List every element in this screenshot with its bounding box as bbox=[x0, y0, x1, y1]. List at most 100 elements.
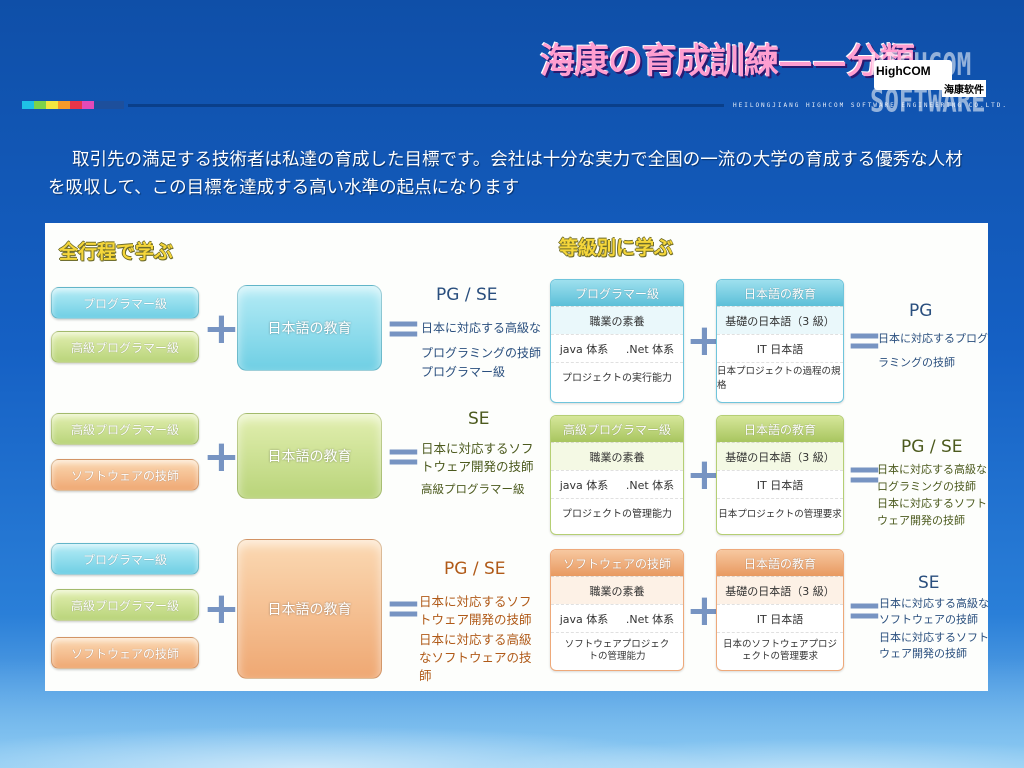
net-label: .Net 体系 bbox=[625, 342, 675, 356]
result-text: 日本に対応する高級なプ ログラミングの技師 日本に対応するソフト ウェア開発の技… bbox=[877, 461, 988, 529]
result-line: ウェア開発の技師 bbox=[879, 647, 967, 660]
card-row-tech: java 体系 .Net 体系 bbox=[551, 334, 683, 362]
color-bar bbox=[22, 101, 124, 109]
result-text: 日本に対応する高級な ソフトウェアの技師 日本に対応するソフト ウェア開発の技師 bbox=[879, 596, 988, 662]
ability-line: ソフトウェアプロジェク bbox=[564, 638, 670, 650]
result-text: 日本に対応する高級な プログラミングの技師 プログラマー級 bbox=[421, 319, 541, 381]
java-label: java 体系 bbox=[559, 478, 609, 492]
result-title: PG / SE bbox=[901, 437, 963, 457]
java-label: java 体系 bbox=[559, 342, 609, 356]
result-line: 高級プログラマー級 bbox=[421, 482, 525, 496]
card-row-tech: java 体系 .Net 体系 bbox=[551, 470, 683, 498]
equals-icon: = bbox=[846, 315, 883, 366]
plus-icon: + bbox=[203, 431, 240, 482]
result-title: SE bbox=[918, 573, 940, 593]
plus-icon: + bbox=[203, 583, 240, 634]
result-line: トウェア開発の技師 bbox=[421, 459, 534, 474]
skill-card-senior: 高級プログラマー級 職業の素養 java 体系 .Net 体系 プロジェクトの管理… bbox=[550, 415, 684, 535]
logo-badge bbox=[874, 60, 952, 90]
card-title: 日本語の教育 bbox=[717, 416, 843, 442]
result-text: 日本に対応するプログ ラミングの技師 bbox=[878, 327, 988, 375]
card-title: 日本語の教育 bbox=[717, 280, 843, 306]
card-row-basic: 基礎の日本語（3 級） bbox=[717, 306, 843, 334]
input-senior-programmer: 高級プログラマー級 bbox=[51, 589, 199, 621]
company-fullname: HEILONGJIANG HIGHCOM SOFTWARE ENGINEERIN… bbox=[733, 102, 1009, 109]
card-row-quality: 職業の素養 bbox=[551, 306, 683, 334]
result-line: 日本に対応する高級 bbox=[419, 632, 532, 647]
result-line: 日本に対応するソフ bbox=[421, 441, 534, 456]
net-label: .Net 体系 bbox=[625, 612, 675, 626]
edu-japanese: 日本語の教育 bbox=[237, 539, 382, 679]
input-programmer: プログラマー級 bbox=[51, 287, 199, 319]
right-header: 等級別に学ぶ bbox=[559, 237, 674, 259]
result-line: 日本に対応するソフト bbox=[877, 497, 987, 510]
card-row-it: IT 日本語 bbox=[717, 334, 843, 362]
equals-icon: = bbox=[385, 303, 422, 354]
card-row-ability: ソフトウェアプロジェクトの管理能力 bbox=[551, 632, 683, 668]
result-line: ソフトウェアの技師 bbox=[879, 613, 978, 626]
card-row-quality: 職業の素養 bbox=[551, 442, 683, 470]
skill-card-programmer: プログラマー級 職業の素養 java 体系.Net 体系 プロジェクトの実行能力 bbox=[550, 279, 684, 403]
result-text: 日本に対応するソフ トウェア開発の技師 日本に対応する高級 なソフトウェアの技 … bbox=[419, 593, 532, 685]
proj-line: ェクトの管理要求 bbox=[741, 650, 818, 662]
result-line: 師 bbox=[419, 668, 432, 683]
card-title: プログラマー級 bbox=[551, 280, 683, 306]
plus-icon: + bbox=[203, 303, 240, 354]
equals-icon: = bbox=[385, 431, 422, 482]
result-title: PG bbox=[909, 301, 933, 321]
result-line: トウェア開発の技師 bbox=[419, 612, 532, 627]
card-title: 日本語の教育 bbox=[717, 550, 843, 576]
logo-text-en: HighCOM bbox=[876, 64, 931, 78]
result-title: SE bbox=[468, 409, 490, 429]
card-row-proj: 日本プロジェクトの過程の規格 bbox=[717, 362, 843, 391]
ability-line: トの管理能力 bbox=[588, 650, 646, 662]
result-line: 日本に対応する高級な bbox=[421, 321, 542, 335]
lang-card: 日本語の教育 基礎の日本語（3 級） IT 日本語 日本プロジェクトの管理要求 bbox=[716, 415, 844, 535]
edu-japanese: 日本語の教育 bbox=[237, 413, 382, 499]
company-logo: HIGHCOM SOFTWARE HighCOM 海康软件 bbox=[862, 47, 1012, 119]
card-row-tech: java 体系 .Net 体系 bbox=[551, 604, 683, 632]
proj-line: 日本のソフトウェアプロジ bbox=[722, 638, 837, 650]
card-row-basic: 基礎の日本語（3 級） bbox=[717, 576, 843, 604]
result-text: 日本に対応するソフ トウェア開発の技師 高級プログラマー級 bbox=[421, 440, 534, 498]
result-line: プログラミングの技師 bbox=[421, 346, 542, 360]
input-senior-programmer: 高級プログラマー級 bbox=[51, 331, 199, 363]
equals-icon: = bbox=[846, 585, 883, 636]
result-line: ウェア開発の技師 bbox=[877, 514, 965, 527]
left-header: 全行程で学ぶ bbox=[59, 241, 174, 263]
training-diagram: 全行程で学ぶ プログラマー級 高級プログラマー級 + 日本語の教育 = PG /… bbox=[45, 223, 988, 691]
card-row-ability: プロジェクトの管理能力 bbox=[551, 498, 683, 526]
result-line: ログラミングの技師 bbox=[877, 480, 976, 493]
result-line: なソフトウェアの技 bbox=[419, 650, 532, 665]
card-row-proj: 日本のソフトウェアプロジェクトの管理要求 bbox=[717, 632, 843, 668]
input-senior-programmer: 高級プログラマー級 bbox=[51, 413, 199, 445]
result-line: 日本に対応する高級なプ bbox=[877, 463, 988, 476]
card-title: ソフトウェアの技師 bbox=[551, 550, 683, 576]
result-line: 日本に対応するソフ bbox=[419, 594, 532, 609]
equals-icon: = bbox=[846, 449, 883, 500]
intro-text: 取引先の満足する技術者は私達の育成した目標です。会社は十分な実力で全国の一流の大… bbox=[48, 150, 963, 198]
lang-card: 日本語の教育 基礎の日本語（3 級） IT 日本語 日本プロジェクトの過程の規格 bbox=[716, 279, 844, 403]
input-programmer: プログラマー級 bbox=[51, 543, 199, 575]
header-divider bbox=[128, 104, 724, 107]
result-line: 日本に対応する高級な bbox=[879, 597, 988, 610]
card-row-basic: 基礎の日本語（3 級） bbox=[717, 442, 843, 470]
input-software-engineer: ソフトウェアの技師 bbox=[51, 637, 199, 669]
result-line: 日本に対応するソフト bbox=[879, 631, 988, 644]
skill-card-engineer: ソフトウェアの技師 職業の素養 java 体系 .Net 体系 ソフトウェアプロジ… bbox=[550, 549, 684, 671]
net-label: .Net 体系 bbox=[625, 478, 675, 492]
card-row-it: IT 日本語 bbox=[717, 470, 843, 498]
card-row-it: IT 日本語 bbox=[717, 604, 843, 632]
result-title: PG / SE bbox=[436, 285, 498, 305]
result-line: プログラマー級 bbox=[421, 365, 506, 379]
input-software-engineer: ソフトウェアの技師 bbox=[51, 459, 199, 491]
result-title: PG / SE bbox=[444, 559, 506, 579]
card-row-quality: 職業の素養 bbox=[551, 576, 683, 604]
edu-japanese: 日本語の教育 bbox=[237, 285, 382, 371]
card-title: 高級プログラマー級 bbox=[551, 416, 683, 442]
card-row-proj: 日本プロジェクトの管理要求 bbox=[717, 498, 843, 526]
equals-icon: = bbox=[385, 583, 422, 634]
result-line: 日本に対応するプログ bbox=[878, 332, 988, 345]
java-label: java 体系 bbox=[559, 612, 609, 626]
result-line: ラミングの技師 bbox=[878, 356, 955, 369]
